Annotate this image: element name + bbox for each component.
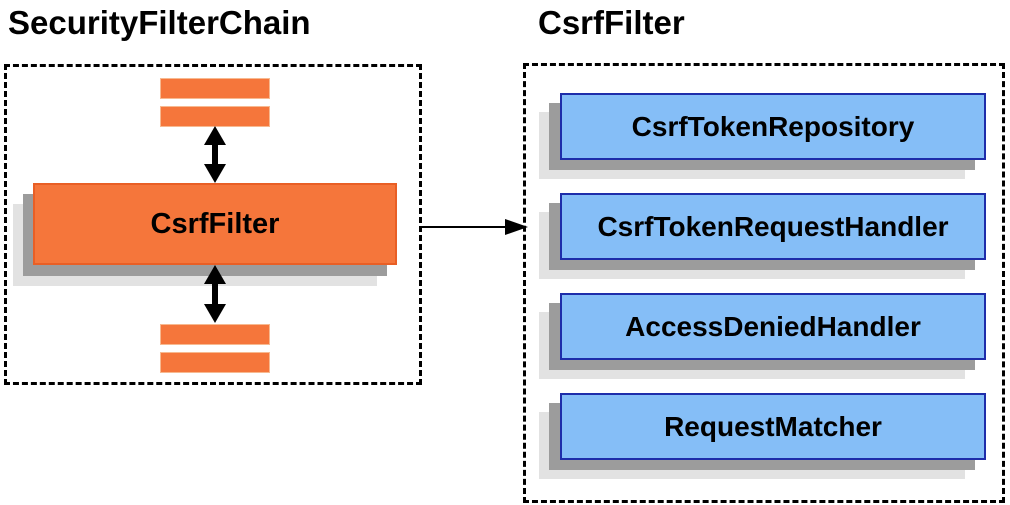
csrf-filter-title: CsrfFilter (538, 4, 685, 41)
flow-arrow-icon (421, 219, 528, 235)
security-filter-chain-panel (4, 64, 422, 385)
security-filter-chain-title: SecurityFilterChain (8, 4, 311, 41)
csrf-filter-box: CsrfFilter (33, 183, 397, 265)
component-label: AccessDeniedHandler (625, 310, 921, 342)
component-request-matcher: RequestMatcher (560, 393, 986, 460)
filter-placeholder-bar (160, 352, 270, 373)
filter-placeholder-bar (160, 106, 270, 127)
filter-placeholder-bar (160, 324, 270, 345)
component-label: CsrfTokenRepository (631, 110, 915, 142)
component-csrf-token-request-handler: CsrfTokenRequestHandler (560, 193, 986, 260)
component-access-denied-handler: AccessDeniedHandler (560, 293, 986, 360)
component-csrf-token-repository: CsrfTokenRepository (560, 93, 986, 160)
bidirectional-arrow-icon (204, 126, 226, 183)
component-label: CsrfTokenRequestHandler (597, 210, 949, 242)
csrf-filter-box-label: CsrfFilter (150, 207, 280, 240)
component-label: RequestMatcher (664, 410, 882, 442)
bidirectional-arrow-icon (204, 265, 226, 323)
csrf-filter-panel (523, 63, 1005, 503)
filter-placeholder-bar (160, 78, 270, 99)
